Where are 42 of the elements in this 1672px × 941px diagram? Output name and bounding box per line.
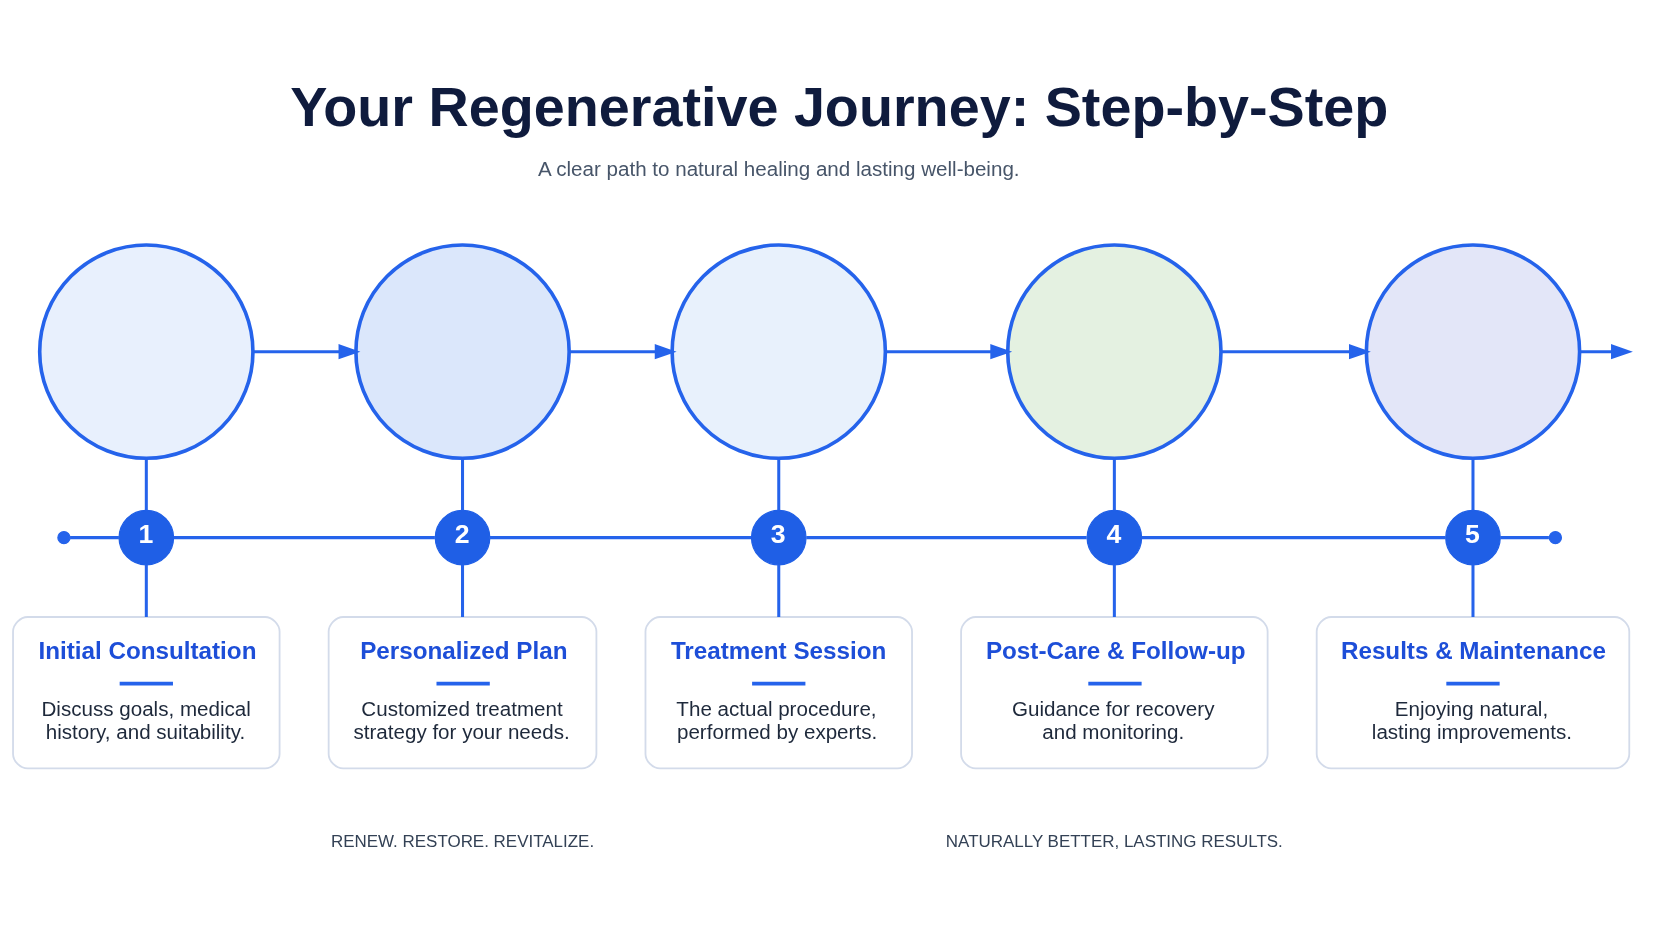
arrow (1579, 343, 1633, 359)
node-circle: 5 (1445, 509, 1501, 565)
arrow (569, 343, 677, 359)
node-box: Initial Consultation Discuss goals, medical history, and suitability. (12, 615, 281, 769)
connector (461, 564, 465, 617)
connector (806, 535, 1087, 539)
node-circle (37, 242, 255, 460)
connector (777, 457, 781, 510)
node-circle: 4 (1086, 509, 1143, 565)
connector (1471, 564, 1475, 617)
connector (70, 535, 119, 539)
node-circle (354, 242, 571, 460)
node-circle (1548, 530, 1563, 544)
label: NATURALLY BETTER, LASTING RESULTS. (945, 831, 1283, 851)
node-box: Personalized Plan Customized treatment strategy for your needs. (327, 615, 598, 769)
connector (1112, 564, 1116, 617)
connector (1112, 457, 1116, 510)
node-circle: 3 (750, 509, 807, 565)
node-circle (1005, 242, 1223, 460)
connector (1141, 535, 1446, 539)
node-box: Treatment Session The actual procedure, performed by experts. (644, 615, 913, 769)
diagram-title: Your Regenerative Journey: Step-by-Step (290, 75, 1389, 138)
label: A clear path to natural healing and lasting well-being. (537, 156, 1020, 180)
node-circle (670, 242, 888, 460)
connector (777, 564, 781, 617)
connector (144, 457, 148, 510)
connector (173, 535, 435, 539)
node-circle (57, 530, 71, 544)
connector (1500, 535, 1549, 539)
connector (144, 564, 148, 617)
connector (490, 535, 752, 539)
node-box: Results & Maintenance Enjoying natural, lasting improvements. (1315, 615, 1631, 769)
node-circle: 2 (434, 509, 491, 565)
label: RENEW. RESTORE. REVITALIZE. (330, 831, 595, 851)
arrow (1221, 343, 1371, 359)
node-circle (1364, 242, 1582, 460)
connector (461, 457, 465, 510)
node-circle: 1 (118, 509, 175, 565)
arrow (253, 343, 361, 359)
arrow (885, 343, 1013, 359)
connector (1471, 457, 1475, 510)
node-box: Post-Care & Follow-up Guidance for recovery and monitoring. (960, 615, 1269, 769)
